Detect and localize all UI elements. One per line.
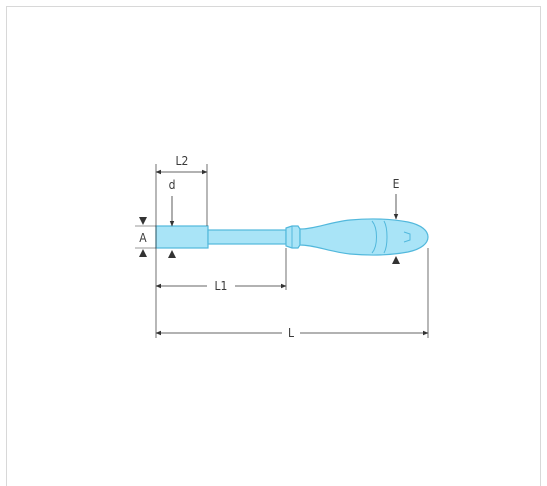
extension-lines: [155, 164, 429, 338]
label-l2: L2: [176, 154, 189, 168]
dimension-l: L: [155, 326, 429, 340]
image-frame: [6, 6, 541, 486]
dimension-a: A: [135, 217, 156, 257]
dimension-l2: L2: [155, 154, 208, 175]
handle: [299, 218, 429, 256]
handle-collar: [285, 225, 301, 249]
label-e: E: [393, 177, 400, 191]
label-l: L: [288, 326, 294, 340]
shaft: [207, 229, 287, 245]
dimension-l1: L1: [155, 279, 287, 293]
label-d: d: [169, 178, 176, 192]
dimension-d: d: [168, 178, 176, 258]
dimension-e: E: [392, 177, 400, 264]
label-a: A: [139, 231, 147, 245]
socket-tip: [155, 225, 209, 249]
label-l1: L1: [215, 279, 228, 293]
nut-driver-drawing: [155, 218, 429, 256]
